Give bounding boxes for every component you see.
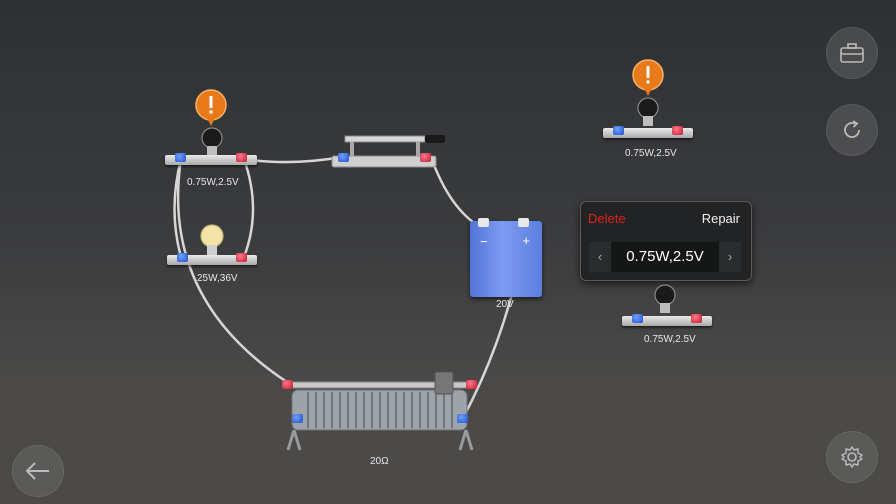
warning-icon [195, 89, 227, 126]
wire [176, 157, 292, 386]
bulb-icon [654, 284, 676, 313]
bulb-label: 0.75W,2.5V [644, 334, 696, 345]
toolbox-button[interactable] [826, 27, 878, 79]
battery-minus: − [480, 234, 488, 249]
battery-body: − + [470, 221, 542, 297]
rheostat-label: 20Ω [370, 456, 389, 467]
bulb-label: 25W,36V [197, 273, 238, 284]
rheostat-terminal-b[interactable] [466, 380, 477, 389]
settings-button[interactable] [826, 431, 878, 483]
bulb-base [167, 255, 257, 265]
bulb-base [165, 155, 257, 165]
rheostat-terminal-a[interactable] [282, 380, 293, 389]
back-button[interactable] [12, 445, 64, 497]
repair-button[interactable]: Repair [701, 211, 740, 226]
terminal-negative[interactable] [177, 253, 188, 262]
next-spec-button[interactable]: › [719, 242, 741, 272]
bulb-label: 0.75W,2.5V [625, 148, 677, 159]
gear-icon [841, 446, 863, 468]
toolbox-icon [840, 43, 864, 63]
terminal-negative[interactable] [613, 126, 624, 135]
terminal-positive[interactable] [236, 253, 247, 262]
rheostat-terminal-d[interactable] [457, 414, 468, 423]
bulb-icon [637, 97, 659, 126]
bulb-label: 0.75W,2.5V [187, 177, 239, 188]
terminal-negative[interactable] [632, 314, 643, 323]
battery-terminal-negative[interactable] [478, 218, 489, 227]
refresh-button[interactable] [826, 104, 878, 156]
delete-button[interactable]: Delete [588, 211, 626, 226]
terminal-positive[interactable] [420, 153, 431, 162]
rheostat-icon [286, 371, 474, 451]
refresh-icon [844, 120, 860, 138]
battery-plus: + [522, 233, 530, 248]
spec-value: 0.75W,2.5V [626, 248, 704, 265]
battery-terminal-positive[interactable] [518, 218, 529, 227]
rheostat-terminal-c[interactable] [292, 414, 303, 423]
bulb-base [603, 128, 693, 138]
terminal-negative[interactable] [338, 153, 349, 162]
warning-icon [632, 59, 664, 96]
switch-icon [331, 135, 445, 168]
spec-selector: ‹ 0.75W,2.5V › [589, 242, 741, 272]
terminal-negative[interactable] [175, 153, 186, 162]
terminal-positive[interactable] [691, 314, 702, 323]
bulb-base [622, 316, 712, 326]
component-popup: Delete Repair ‹ 0.75W,2.5V › [580, 201, 752, 281]
terminal-positive[interactable] [672, 126, 683, 135]
battery-label: 20V [496, 299, 514, 310]
bulb-icon [201, 127, 223, 156]
back-arrow-icon [25, 462, 49, 480]
prev-spec-button[interactable]: ‹ [589, 242, 611, 272]
wire [242, 157, 255, 259]
lit-bulb-icon [200, 224, 224, 255]
wire [242, 155, 344, 164]
terminal-positive[interactable] [236, 153, 247, 162]
